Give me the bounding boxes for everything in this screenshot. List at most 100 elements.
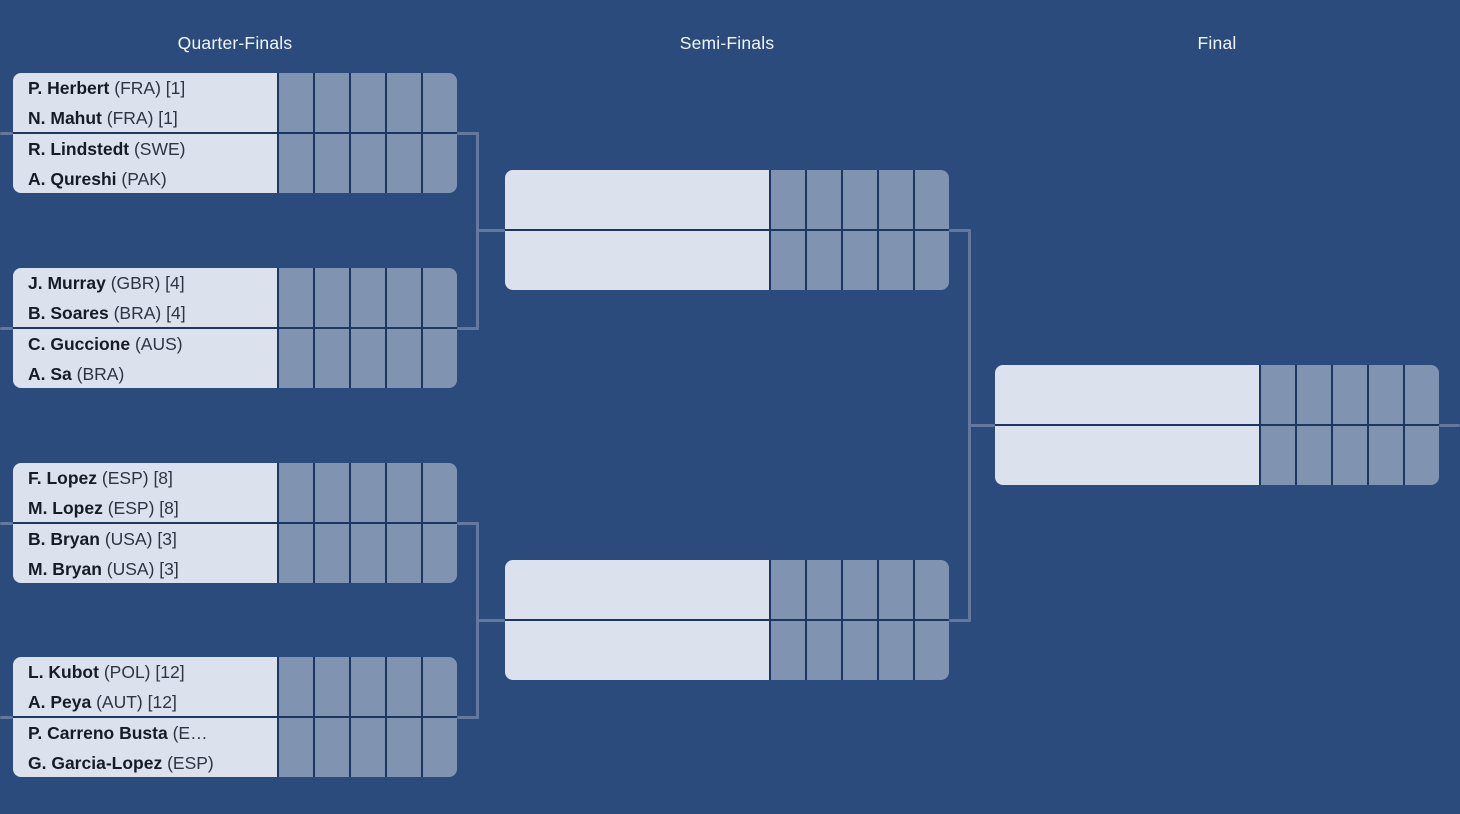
team-names: C. Guccione (AUS) A. Sa (BRA): [13, 329, 277, 388]
score-cell: [769, 560, 805, 619]
match-divider: [13, 132, 457, 134]
team-row: L. Kubot (POL) [12] A. Peya (AUT) [12]: [13, 657, 457, 716]
match-quarter-final-3[interactable]: F. Lopez (ESP) [8] M. Lopez (ESP) [8] B.…: [13, 463, 457, 583]
score-cell: [277, 73, 313, 132]
player-line: [520, 621, 769, 651]
score-cell: [841, 170, 877, 229]
score-cell: [421, 657, 457, 716]
player-detail: (ESP) [8]: [101, 467, 173, 488]
match-divider: [505, 229, 949, 231]
score-cell: [805, 231, 841, 290]
score-cell: [277, 657, 313, 716]
score-cell: [421, 134, 457, 193]
score-cell: [421, 268, 457, 327]
player-line: P. Carreno Busta (E…: [28, 718, 277, 748]
score-cell: [877, 560, 913, 619]
player-name: C. Guccione: [28, 333, 131, 354]
connector-line: [949, 228, 971, 232]
player-name: R. Lindstedt: [28, 138, 130, 159]
player-line: A. Qureshi (PAK): [28, 164, 277, 194]
player-line: A. Peya (AUT) [12]: [28, 687, 277, 717]
match-quarter-final-2[interactable]: J. Murray (GBR) [4] B. Soares (BRA) [4] …: [13, 268, 457, 388]
score-cell: [349, 134, 385, 193]
player-detail: (USA) [3]: [106, 558, 179, 579]
player-line: J. Murray (GBR) [4]: [28, 268, 277, 298]
score-cell: [277, 134, 313, 193]
player-line: M. Bryan (USA) [3]: [28, 554, 277, 584]
match-quarter-final-4[interactable]: L. Kubot (POL) [12] A. Peya (AUT) [12] P…: [13, 657, 457, 777]
connector-line: [457, 521, 479, 525]
player-line: [1010, 365, 1259, 395]
score-cell: [769, 231, 805, 290]
score-cell: [385, 463, 421, 522]
player-line: N. Mahut (FRA) [1]: [28, 103, 277, 133]
player-detail: (USA) [3]: [104, 528, 177, 549]
score-cell: [769, 170, 805, 229]
player-line: [520, 590, 769, 620]
player-line: [520, 261, 769, 291]
player-line: [520, 651, 769, 681]
score-cell: [877, 170, 913, 229]
match-divider: [995, 424, 1439, 426]
player-name: M. Lopez: [28, 497, 103, 518]
score-cell: [841, 621, 877, 680]
score-cells: [277, 657, 457, 716]
player-line: G. Garcia-Lopez (ESP): [28, 748, 277, 778]
score-cell: [1295, 365, 1331, 424]
player-detail: (ESP): [167, 752, 214, 773]
score-cell: [913, 621, 949, 680]
score-cell: [277, 268, 313, 327]
connector-line: [968, 423, 995, 427]
round-header-quarter-finals: Quarter-Finals: [177, 33, 293, 53]
player-line: [520, 560, 769, 590]
score-cell: [277, 524, 313, 583]
team-names: L. Kubot (POL) [12] A. Peya (AUT) [12]: [13, 657, 277, 716]
match-divider: [13, 327, 457, 329]
score-cells: [277, 463, 457, 522]
team-names: [505, 231, 769, 290]
player-line: [1010, 426, 1259, 456]
score-cell: [385, 134, 421, 193]
score-cells: [277, 329, 457, 388]
player-name: J. Murray: [28, 272, 106, 293]
connector-line: [0, 715, 13, 719]
score-cell: [313, 524, 349, 583]
player-line: [520, 170, 769, 200]
score-cell: [313, 329, 349, 388]
team-names: [505, 170, 769, 229]
score-cell: [349, 73, 385, 132]
score-cell: [313, 134, 349, 193]
player-name: P. Herbert: [28, 77, 110, 98]
match-quarter-final-1[interactable]: P. Herbert (FRA) [1] N. Mahut (FRA) [1] …: [13, 73, 457, 193]
team-names: J. Murray (GBR) [4] B. Soares (BRA) [4]: [13, 268, 277, 327]
match-final: [995, 365, 1439, 485]
score-cells: [1259, 365, 1439, 424]
score-cell: [1259, 365, 1295, 424]
connector-line: [0, 131, 13, 135]
score-cell: [421, 524, 457, 583]
score-cell: [805, 170, 841, 229]
score-cell: [385, 657, 421, 716]
score-cell: [769, 621, 805, 680]
player-name: M. Bryan: [28, 558, 102, 579]
score-cell: [349, 463, 385, 522]
score-cell: [1367, 426, 1403, 485]
score-cell: [1259, 426, 1295, 485]
player-detail: (BRA) [4]: [113, 302, 186, 323]
player-detail: (ESP) [8]: [107, 497, 179, 518]
score-cell: [349, 718, 385, 777]
score-cell: [349, 268, 385, 327]
player-line: [520, 231, 769, 261]
score-cell: [1403, 426, 1439, 485]
score-cell: [421, 73, 457, 132]
score-cells: [277, 524, 457, 583]
score-cell: [277, 718, 313, 777]
round-header-semi-finals: Semi-Finals: [679, 33, 775, 53]
score-cell: [805, 560, 841, 619]
score-cell: [421, 329, 457, 388]
player-name: A. Qureshi: [28, 168, 117, 189]
team-row: [505, 560, 949, 619]
player-detail: (GBR) [4]: [110, 272, 185, 293]
score-cells: [277, 134, 457, 193]
team-row: [505, 231, 949, 290]
